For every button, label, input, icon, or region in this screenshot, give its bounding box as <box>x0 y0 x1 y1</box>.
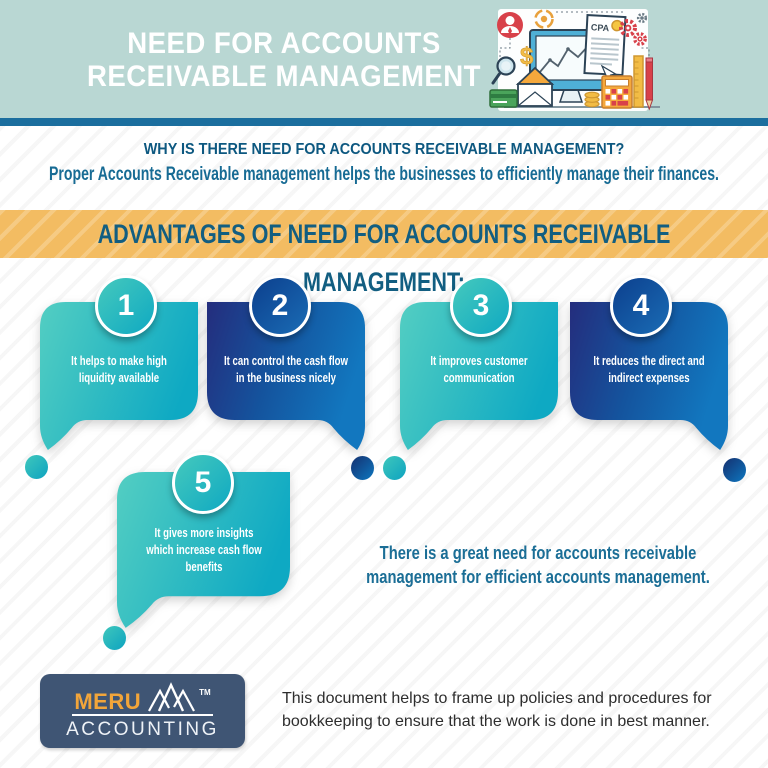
dollar-icon: $ <box>520 43 534 70</box>
advantage-number-5: 5 <box>172 452 234 514</box>
footer-note: This document helps to frame up policies… <box>282 690 712 731</box>
advantages-banner-label: ADVANTAGES OF NEED FOR ACCOUNTS RECEIVAB… <box>97 219 671 297</box>
advantages-banner: ADVANTAGES OF NEED FOR ACCOUNTS RECEIVAB… <box>0 210 768 297</box>
accounting-illustration: CPA $ <box>488 4 692 116</box>
gears-icon <box>619 12 648 46</box>
advantage-text-2: It can control the cash flow in the busi… <box>223 353 348 386</box>
advantage-bubble-4: It reduces the direct and indirect expen… <box>570 302 728 452</box>
advantage-bubble-1: It helps to make high liquidity availabl… <box>40 302 198 452</box>
cpa-document-icon: CPA <box>583 14 627 77</box>
intro-question: WHY IS THERE NEED FOR ACCOUNTS RECEIVABL… <box>143 141 625 158</box>
bubble-dot-3 <box>383 456 406 480</box>
advantage-text-5: It gives more insights which increase ca… <box>146 525 262 575</box>
mountain-icon <box>148 682 196 712</box>
advantage-number-1: 1 <box>95 275 157 337</box>
advantage-text-3: It improves customer communication <box>430 353 528 386</box>
meru-accounting-logo: MERU TM ACCOUNTING <box>40 674 245 748</box>
advantage-number-3: 3 <box>450 275 512 337</box>
bubble-dot-5 <box>103 626 126 650</box>
advantage-text-4: It reduces the direct and indirect expen… <box>593 353 705 386</box>
bubble-dot-2 <box>351 456 374 480</box>
advantage-bubble-5: It gives more insights which increase ca… <box>117 472 290 630</box>
pencil-icon <box>640 47 654 111</box>
advantage-bubble-2: It can control the cash flow in the busi… <box>207 302 365 452</box>
logo-top-row: MERU TM <box>72 681 213 716</box>
magnifier-icon <box>491 56 516 85</box>
envelope-icon <box>515 66 555 107</box>
sync-gear-icon <box>534 9 554 29</box>
bubble-dot-4 <box>723 458 746 482</box>
logo-tm-text: TM <box>199 688 211 697</box>
ruler-icon <box>633 55 644 108</box>
header-divider <box>0 118 768 126</box>
credit-card-icon <box>489 89 518 108</box>
advantage-text-1: It helps to make high liquidity availabl… <box>71 353 167 386</box>
conclusion-text: There is a great need for accounts recei… <box>366 543 710 588</box>
advantage-number-2: 2 <box>249 275 311 337</box>
intro-answer: Proper Accounts Receivable management he… <box>49 164 719 185</box>
bubble-dot-1 <box>25 455 48 479</box>
coins-icon <box>584 91 600 108</box>
calculator-icon <box>601 75 633 109</box>
avatar-icon <box>497 12 523 38</box>
advantage-number-4: 4 <box>610 275 672 337</box>
advantage-bubble-3: It improves customer communication <box>400 302 558 452</box>
logo-brand-text: MERU <box>74 689 142 714</box>
logo-word-text: ACCOUNTING <box>66 719 219 740</box>
svg-text:CPA: CPA <box>591 22 610 33</box>
page-title: NEED FOR ACCOUNTS RECEIVABLE MANAGEMENT <box>86 27 482 93</box>
dashed-connector <box>499 38 511 58</box>
